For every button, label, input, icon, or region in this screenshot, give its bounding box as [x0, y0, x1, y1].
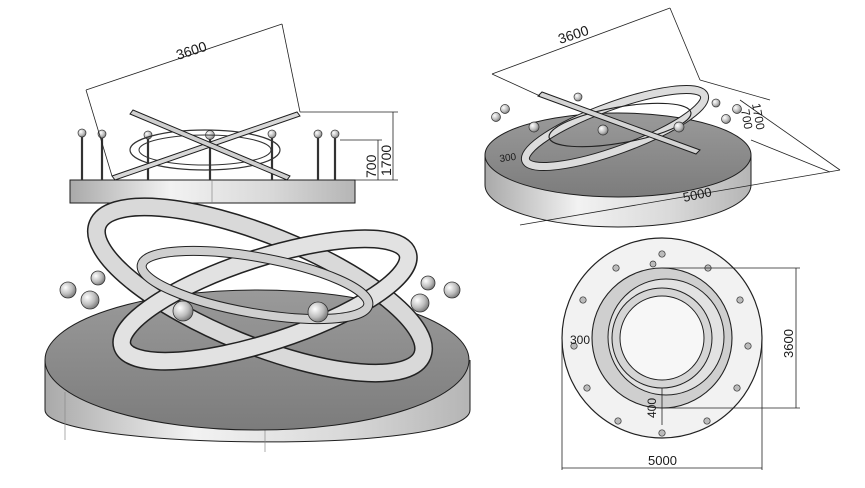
side-height-dimensions: 700 1700 — [300, 111, 398, 181]
side-height-large-label: 1700 — [378, 145, 394, 176]
perspective-render — [44, 197, 471, 452]
iso-height-small-label: 700 — [738, 108, 755, 130]
isometric-view: 3600 1700 700 300 5000 — [484, 7, 841, 228]
render-poles — [59, 270, 461, 402]
top-ring-width-label: 400 — [645, 398, 659, 418]
render-base-top — [44, 289, 470, 431]
side-rings — [111, 109, 301, 181]
iso-diameter-label: 5000 — [682, 184, 713, 205]
side-base-slab — [69, 179, 356, 204]
top-outer-diameter-label: 5000 — [648, 453, 677, 468]
top-plan-view: 5000 3600 300 400 — [561, 237, 800, 470]
top-offset-label: 300 — [570, 333, 590, 347]
iso-width-label: 3600 — [556, 22, 591, 47]
iso-poles — [491, 92, 742, 182]
side-height-small-label: 700 — [363, 154, 379, 178]
top-pole-markers — [570, 250, 752, 437]
side-width-label: 3600 — [174, 38, 209, 63]
top-dimensions: 5000 3600 300 400 — [561, 267, 800, 470]
top-inner-diameter-label: 3600 — [781, 329, 796, 358]
iso-height-large-label: 1700 — [749, 102, 767, 131]
iso-base-height-label: 300 — [499, 152, 517, 165]
side-elevation-view: 3600 700 1700 — [69, 23, 398, 204]
side-poles — [77, 128, 340, 180]
